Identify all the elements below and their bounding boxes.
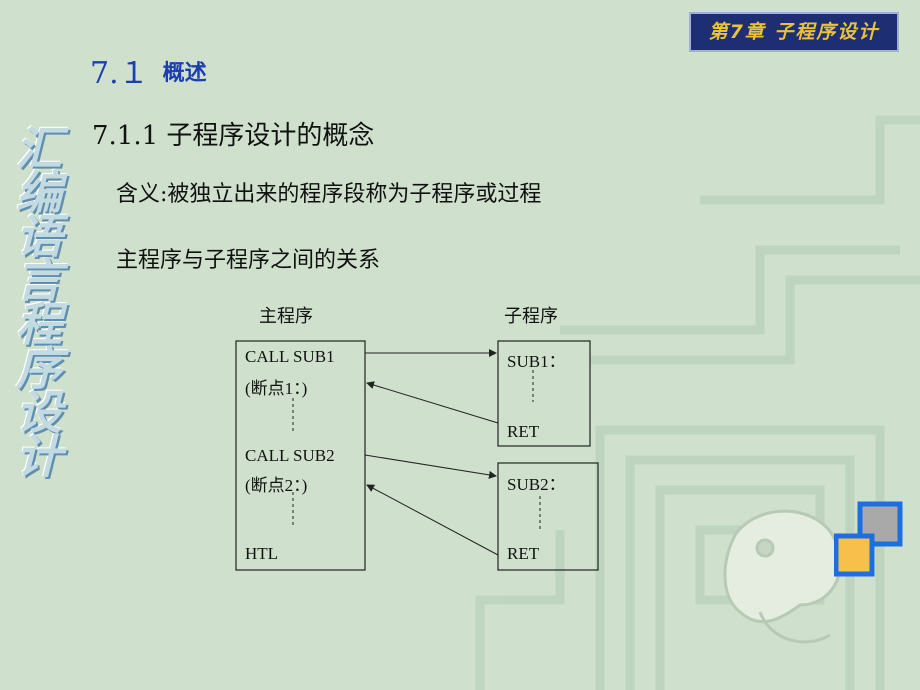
sub1-ret: RET xyxy=(507,422,539,442)
sub2-name: SUB2： xyxy=(507,470,566,495)
call-sub1-text: CALL SUB1 xyxy=(245,347,335,367)
arrow-call-sub2 xyxy=(365,455,496,476)
breakpoint2-text: (断点2：) xyxy=(245,471,307,496)
sub1-name: SUB1： xyxy=(507,347,566,372)
arrow-return-sub1 xyxy=(367,383,498,423)
sub2-ret: RET xyxy=(507,544,539,564)
call-sub2-text: CALL SUB2 xyxy=(245,446,335,466)
htl-text: HTL xyxy=(245,544,278,564)
decorative-squares-icon xyxy=(834,500,904,580)
arrow-return-sub2 xyxy=(367,485,498,555)
breakpoint1-text: (断点1：) xyxy=(245,374,307,399)
